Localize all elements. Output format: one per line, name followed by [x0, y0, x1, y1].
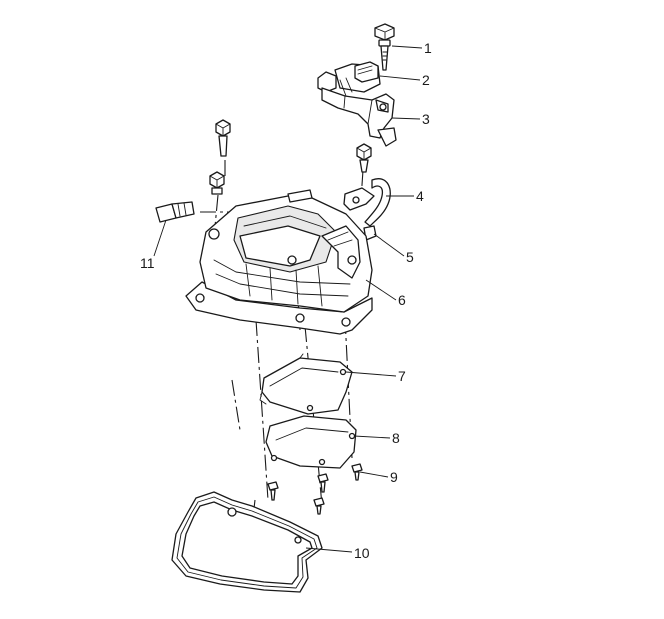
part-1-bolt: [374, 23, 395, 71]
callout-9: 9: [390, 469, 398, 485]
callout-10: 10: [354, 545, 370, 561]
leader-lines: [153, 45, 423, 553]
part-10-gasket: [171, 491, 323, 593]
part-8-plate: [265, 415, 357, 469]
callout-8: 8: [392, 430, 400, 446]
callout-7: 7: [398, 368, 406, 384]
part-7-plate: [259, 353, 353, 415]
callout-4: 4: [416, 188, 424, 204]
callout-3: 3: [422, 111, 430, 127]
part-4-clip: [343, 178, 391, 227]
part-6-valve-cover: [185, 189, 373, 335]
left-lower-bolt: [209, 171, 225, 195]
left-upper-bolt: [215, 119, 231, 157]
callout-1: 1: [424, 40, 432, 56]
callout-11: 11: [140, 255, 155, 271]
part-2-connector: [317, 61, 381, 97]
callout-labels: 1 2 3 4 5 6 7 8 9 10 11: [140, 40, 432, 561]
bolt-above-clip: [356, 143, 372, 173]
part-11-fitting: [155, 201, 195, 223]
part-3-bracket: [321, 87, 397, 147]
callout-6: 6: [398, 292, 406, 308]
part-9-screws: [267, 463, 363, 515]
callout-5: 5: [406, 249, 414, 265]
callout-2: 2: [422, 72, 430, 88]
